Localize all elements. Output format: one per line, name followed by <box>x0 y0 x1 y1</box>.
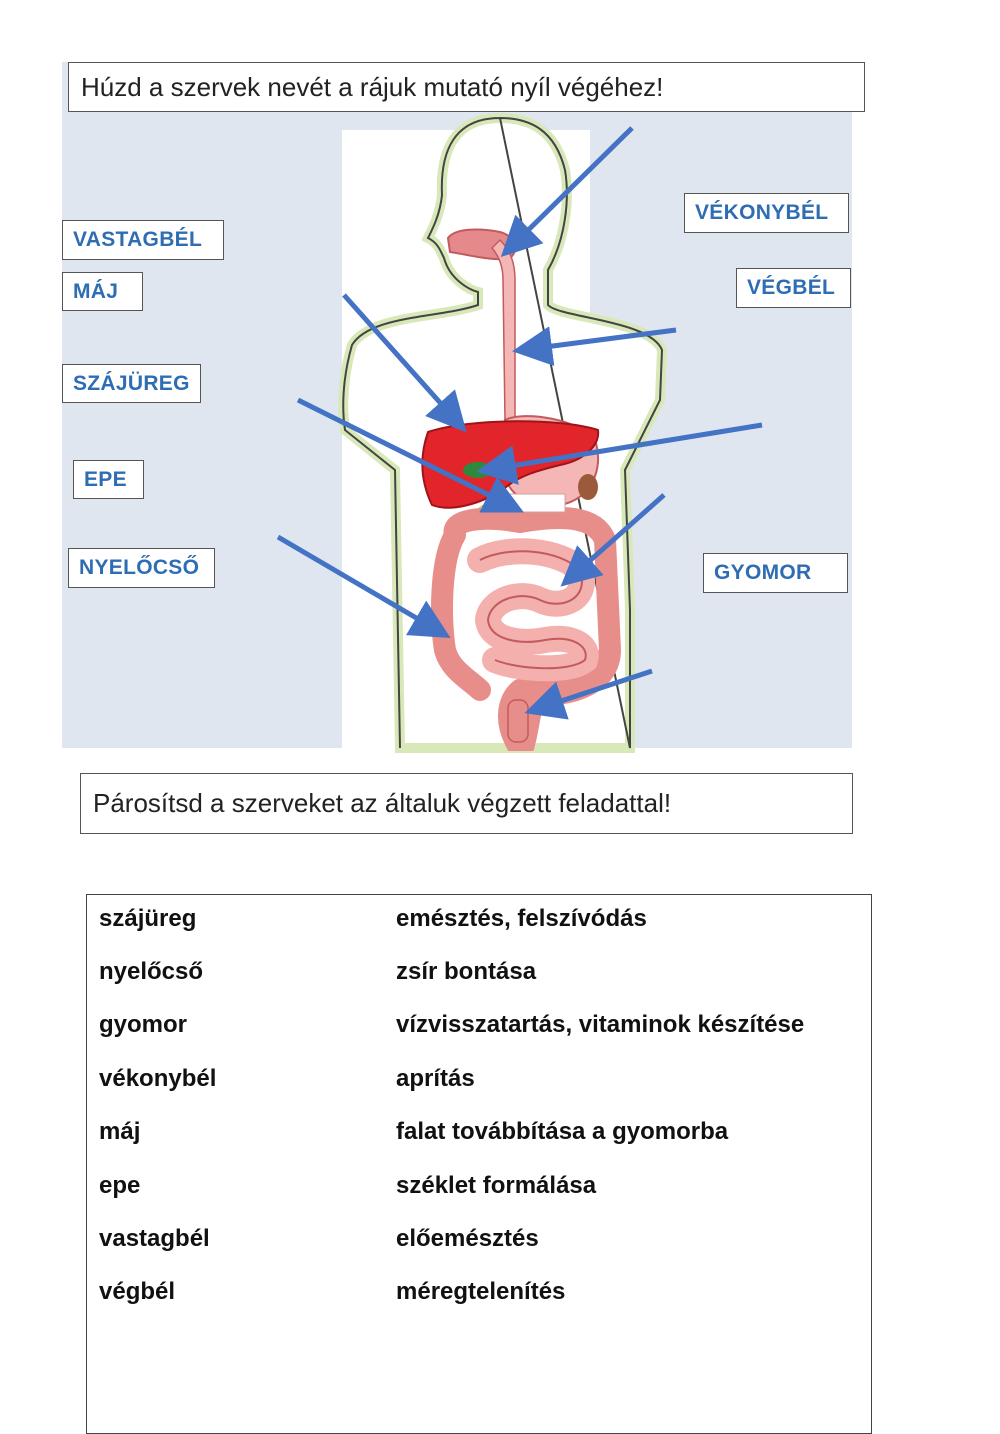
task-cell[interactable]: széklet formálása <box>396 1172 597 1199</box>
worksheet-background-left <box>62 62 342 748</box>
label-vastagbel-text: VASTAGBÉL <box>73 228 203 251</box>
table-row: epe széklet formálása <box>87 1172 871 1212</box>
organ-cell[interactable]: nyelőcső <box>99 958 204 985</box>
label-szajureg[interactable]: SZÁJÜREG <box>62 364 201 403</box>
digestive-system-illustration <box>276 112 763 753</box>
label-epe[interactable]: EPE <box>73 460 144 499</box>
table-row: gyomor vízvisszatartás, vitaminok készít… <box>87 1011 871 1051</box>
organ-cell[interactable]: szájüreg <box>99 905 197 932</box>
task-cell[interactable]: méregtelenítés <box>396 1278 566 1305</box>
label-nyelocso[interactable]: NYELŐCSŐ <box>68 548 215 588</box>
arrow-mouth <box>500 126 634 258</box>
label-vekonybel-text: VÉKONYBÉL <box>695 201 829 224</box>
organ-cell[interactable]: vékonybél <box>99 1065 217 1092</box>
arrow-large-intestine <box>276 534 451 639</box>
table-row: végbél méregtelenítés <box>87 1278 871 1318</box>
spleen-shape <box>578 474 598 500</box>
task-cell[interactable]: emésztés, felszívódás <box>396 905 647 932</box>
table-row: vastagbél előemésztés <box>87 1225 871 1265</box>
table-row: vékonybél aprítás <box>87 1065 871 1105</box>
rectum-shape <box>507 699 529 743</box>
drop-placeholder <box>509 493 566 513</box>
label-maj-text: MÁJ <box>73 279 119 303</box>
label-vekonybel[interactable]: VÉKONYBÉL <box>684 193 849 233</box>
arrow-gallbladder <box>476 422 763 485</box>
organ-cell[interactable]: vastagbél <box>99 1225 210 1252</box>
match-instruction-text: Párosítsd a szerveket az általuk végzett… <box>93 788 672 818</box>
label-maj[interactable]: MÁJ <box>62 272 143 311</box>
table-row: nyelőcső zsír bontása <box>87 958 871 998</box>
label-gyomor-text: GYOMOR <box>714 561 812 584</box>
drag-instruction-text: Húzd a szervek nevét a rájuk mutató nyíl… <box>81 71 664 102</box>
match-instruction: Párosítsd a szerveket az általuk végzett… <box>80 773 853 834</box>
table-row: szájüreg emésztés, felszívódás <box>87 905 871 945</box>
label-vegbel-text: VÉGBÉL <box>747 276 836 299</box>
label-szajureg-text: SZÁJÜREG <box>73 371 190 395</box>
arrow-liver <box>342 293 467 433</box>
organ-cell[interactable]: végbél <box>99 1278 176 1305</box>
label-epe-text: EPE <box>84 467 127 491</box>
matching-table: szájüreg emésztés, felszívódás nyelőcső … <box>86 894 872 1434</box>
label-vastagbel[interactable]: VASTAGBÉL <box>62 220 224 260</box>
organ-cell[interactable]: gyomor <box>99 1011 188 1038</box>
task-cell[interactable]: vízvisszatartás, vitaminok készítése <box>396 1011 805 1038</box>
organ-cell[interactable]: máj <box>99 1118 141 1145</box>
organ-cell[interactable]: epe <box>99 1172 141 1199</box>
label-nyelocso-text: NYELŐCSŐ <box>79 556 200 579</box>
label-gyomor[interactable]: GYOMOR <box>703 553 848 593</box>
table-row: máj falat továbbítása a gyomorba <box>87 1118 871 1158</box>
task-cell[interactable]: falat továbbítása a gyomorba <box>396 1118 729 1145</box>
arrow-small-intestine <box>560 493 666 587</box>
task-cell[interactable]: zsír bontása <box>396 958 537 985</box>
task-cell[interactable]: előemésztés <box>396 1225 539 1252</box>
task-cell[interactable]: aprítás <box>396 1065 475 1092</box>
drag-instruction: Húzd a szervek nevét a rájuk mutató nyíl… <box>68 62 865 112</box>
arrow-stomach <box>296 397 524 513</box>
label-vegbel[interactable]: VÉGBÉL <box>736 268 851 308</box>
arrow-esophagus <box>512 326 677 366</box>
arrow-rectum <box>524 668 653 720</box>
